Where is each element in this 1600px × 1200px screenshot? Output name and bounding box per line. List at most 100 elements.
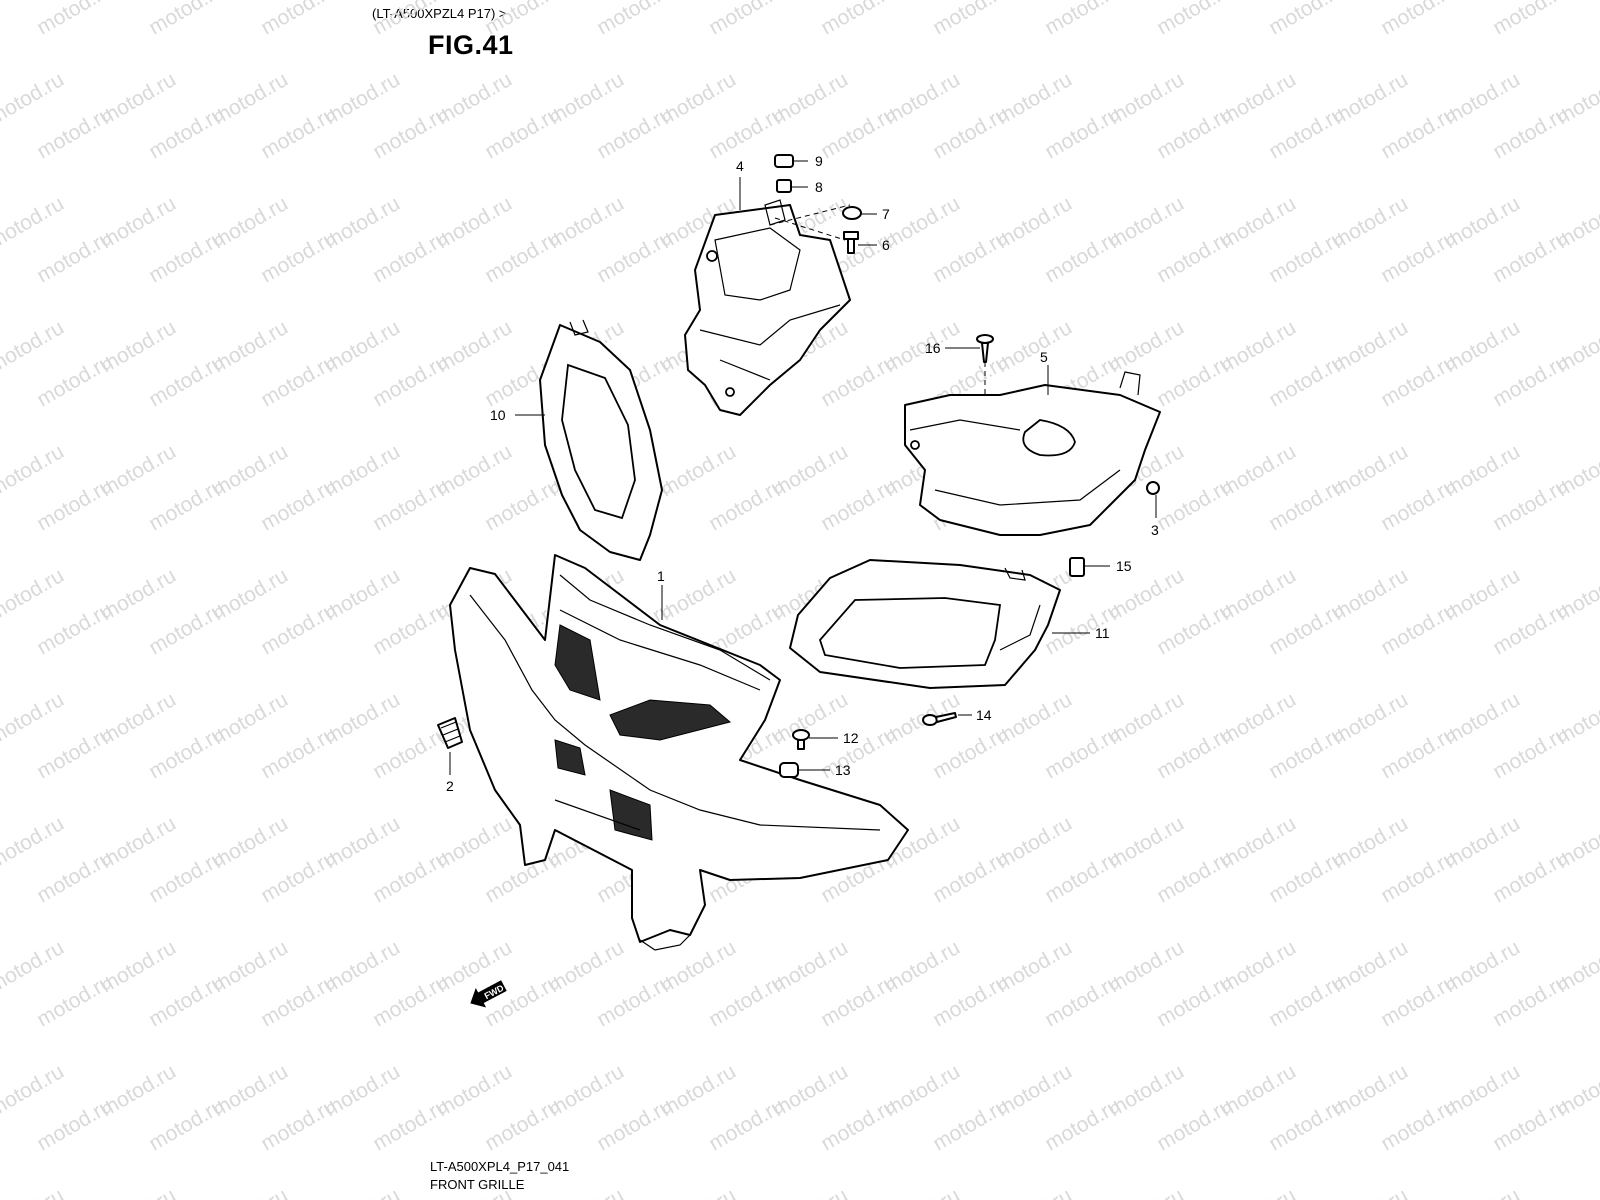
watermark-text: motod.ru <box>929 846 1012 907</box>
watermark-text: motod.ru <box>1265 474 1348 535</box>
watermark-text: motod.ru <box>369 970 452 1031</box>
watermark-text: motod.ru <box>257 102 340 163</box>
watermark-text: motod.ru <box>705 1094 788 1155</box>
watermark-text: motod.ru <box>1041 1094 1124 1155</box>
part-4-headlight-bracket[interactable] <box>684 199 851 416</box>
part-16-screw[interactable] <box>976 334 994 363</box>
part-13-bushing[interactable] <box>779 762 799 778</box>
part-2-clip[interactable] <box>437 717 463 749</box>
watermark-text: motod.ru <box>321 1184 404 1200</box>
watermark-text: motod.ru <box>257 350 340 411</box>
watermark-text: motod.ru <box>545 1184 628 1200</box>
part-14-screw[interactable] <box>922 712 957 726</box>
callout-1: 1 <box>657 568 665 584</box>
watermark-text: motod.ru <box>257 1094 340 1155</box>
watermark-text: motod.ru <box>0 440 68 501</box>
watermark-text: motod.ru <box>369 350 452 411</box>
watermark-text: motod.ru <box>1041 226 1124 287</box>
part-15-clip-nut[interactable] <box>1069 557 1085 577</box>
watermark-text: motod.ru <box>1377 1094 1460 1155</box>
callout-10: 10 <box>490 407 506 423</box>
watermark-text: motod.ru <box>1265 722 1348 783</box>
figure-title: FIG.41 <box>428 30 514 60</box>
watermark-text: motod.ru <box>1489 0 1572 39</box>
watermark-text: motod.ru <box>481 0 564 39</box>
watermark-text: motod.ru <box>1489 846 1572 907</box>
watermark-text: motod.ru <box>0 812 68 873</box>
watermark-text: motod.ru <box>1489 1094 1572 1155</box>
watermark-text: motod.ru <box>1377 846 1460 907</box>
watermark-text: motod.ru <box>33 474 116 535</box>
watermark-text: motod.ru <box>1553 1184 1600 1200</box>
part-11-right-bezel[interactable] <box>789 559 1061 689</box>
watermark-text: motod.ru <box>0 316 68 377</box>
watermark-text: motod.ru <box>481 102 564 163</box>
watermark-text: motod.ru <box>1489 102 1572 163</box>
watermark-text: motod.ru <box>817 0 900 39</box>
watermark-text: motod.ru <box>929 102 1012 163</box>
watermark-text: motod.ru <box>817 350 900 411</box>
watermark-text: motod.ru <box>1041 102 1124 163</box>
watermark-text: motod.ru <box>705 0 788 39</box>
watermark-text: motod.ru <box>1377 970 1460 1031</box>
callout-12: 12 <box>843 730 859 746</box>
part-12-rivet[interactable] <box>792 729 810 750</box>
watermark-text: motod.ru <box>33 350 116 411</box>
watermark-text: motod.ru <box>481 474 564 535</box>
watermark-text: motod.ru <box>1377 474 1460 535</box>
watermark-text: motod.ru <box>0 936 68 997</box>
watermark-text: motod.ru <box>0 1060 68 1121</box>
watermark-text: motod.ru <box>369 0 452 39</box>
watermark-text: motod.ru <box>1217 1184 1300 1200</box>
watermark-text: motod.ru <box>257 226 340 287</box>
watermark-text: motod.ru <box>145 226 228 287</box>
watermark-text: motod.ru <box>593 102 676 163</box>
watermark-text: motod.ru <box>929 226 1012 287</box>
watermark-text: motod.ru <box>33 226 116 287</box>
watermark-text: motod.ru <box>33 846 116 907</box>
watermark-text: motod.ru <box>481 970 564 1031</box>
part-7-washer-nut[interactable] <box>842 206 862 220</box>
watermark-text: motod.ru <box>817 1094 900 1155</box>
watermark-text: motod.ru <box>0 192 68 253</box>
watermark-text: motod.ru <box>705 970 788 1031</box>
watermark-text: motod.ru <box>145 722 228 783</box>
part-3-grommet[interactable] <box>1146 481 1160 495</box>
watermark-text: motod.ru <box>33 598 116 659</box>
watermark-text: motod.ru <box>145 102 228 163</box>
callout-2: 2 <box>446 778 454 794</box>
watermark-text: motod.ru <box>0 1184 68 1200</box>
watermark-text: motod.ru <box>209 1184 292 1200</box>
watermark-text: motod.ru <box>705 102 788 163</box>
watermark-text: motod.ru <box>369 598 452 659</box>
watermark-text: motod.ru <box>881 1184 964 1200</box>
part-8-nut[interactable] <box>776 179 792 193</box>
callout-15: 15 <box>1116 558 1132 574</box>
watermark-text: motod.ru <box>145 0 228 39</box>
watermark-text: motod.ru <box>817 474 900 535</box>
part-5-light-housing[interactable] <box>904 371 1161 536</box>
watermark-text: motod.ru <box>593 970 676 1031</box>
watermark-text: motod.ru <box>1265 970 1348 1031</box>
watermark-text: motod.ru <box>705 474 788 535</box>
watermark-text: motod.ru <box>33 102 116 163</box>
watermark-text: motod.ru <box>817 102 900 163</box>
watermark-text: motod.ru <box>1377 350 1460 411</box>
part-6-bolt[interactable] <box>843 231 859 254</box>
callout-5: 5 <box>1040 349 1048 365</box>
watermark-text: motod.ru <box>1489 722 1572 783</box>
watermark-text: motod.ru <box>929 0 1012 39</box>
watermark-text: motod.ru <box>1377 102 1460 163</box>
part-9-cap-nut[interactable] <box>774 154 794 168</box>
watermark-text: motod.ru <box>1265 226 1348 287</box>
watermark-text: motod.ru <box>0 564 68 625</box>
watermark-text: motod.ru <box>1377 226 1460 287</box>
watermark-text: motod.ru <box>1153 102 1236 163</box>
part-10-left-bezel[interactable] <box>539 319 663 561</box>
watermark-text: motod.ru <box>257 0 340 39</box>
diagram-code: LT-A500XPL4_P17_041 <box>430 1159 570 1174</box>
part-1-front-grille[interactable] <box>449 554 909 951</box>
watermark-text: motod.ru <box>1489 350 1572 411</box>
watermark-text: motod.ru <box>33 722 116 783</box>
watermark-text: motod.ru <box>1153 226 1236 287</box>
